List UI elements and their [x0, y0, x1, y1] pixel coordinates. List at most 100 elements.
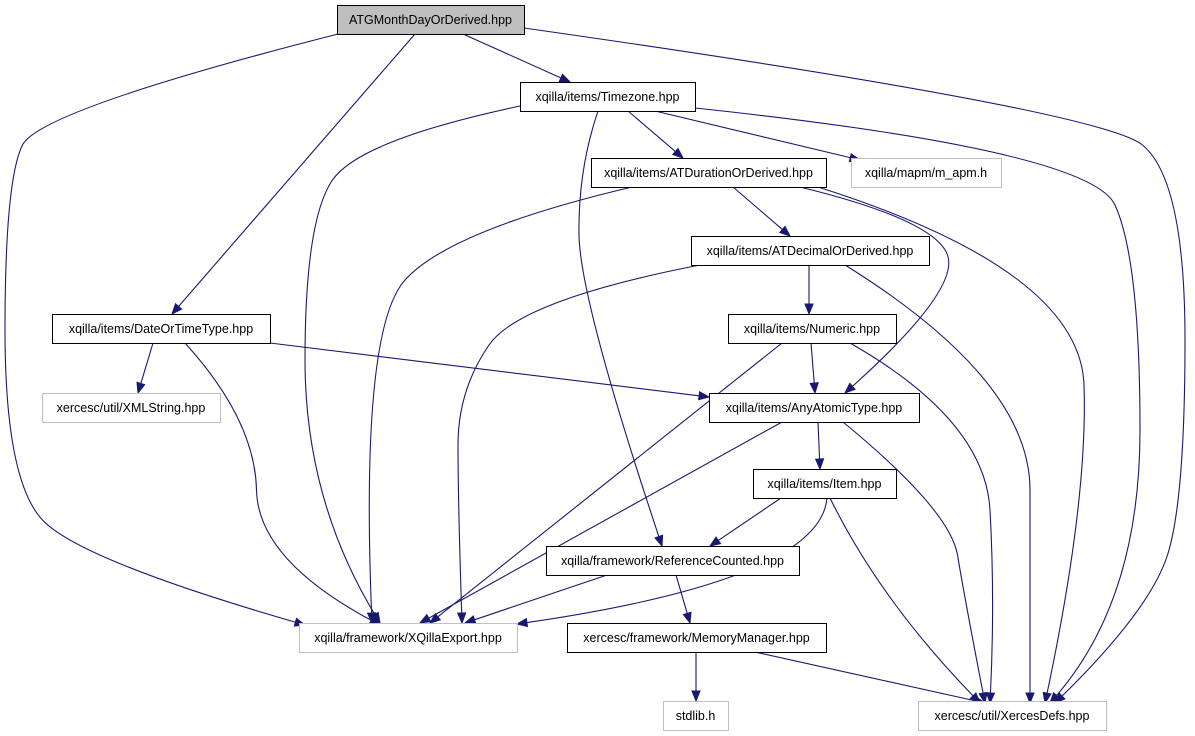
edge-arrowhead: [456, 612, 467, 625]
edge-line: [799, 186, 950, 389]
edge-line: [810, 342, 815, 386]
edge-line: [716, 497, 782, 542]
edge-line: [817, 186, 1085, 696]
edge-arrowhead: [691, 690, 701, 703]
edge-arrowhead: [428, 612, 442, 624]
edge-root-to-xercesdefs: [523, 27, 1186, 704]
node-label: xercesc/util/XMLString.hpp: [57, 401, 206, 415]
edge-timezone-to-xercesdefs: [694, 107, 1141, 705]
edge-arrowhead: [171, 302, 183, 316]
edge-line: [4, 33, 339, 624]
node-mapm: xqilla/mapm/m_apm.h: [851, 158, 1002, 188]
nodes-layer: ATGMonthDayOrDerived.hpp xqilla/items/Tim…: [42, 5, 1107, 731]
edge-arrowhead: [809, 382, 819, 395]
edge-anyatomic-to-xqillaexport: [418, 421, 783, 624]
edge-arrowhead: [778, 225, 792, 237]
node-label: xqilla/framework/ReferenceCounted.hpp: [561, 554, 784, 568]
edge-arrowhead: [698, 391, 711, 401]
edge-line: [578, 110, 660, 539]
edge-arrowhead: [671, 147, 685, 159]
edge-dateortime-to-xmlstring: [136, 342, 154, 395]
node-atduration[interactable]: xqilla/items/ATDurationOrDerived.hpp: [591, 158, 827, 188]
edge-line: [694, 107, 1141, 698]
edge-timezone-to-mapm: [654, 110, 862, 163]
edge-refcounted-to-xqillaexport: [463, 574, 608, 625]
node-box: [337, 5, 525, 35]
node-atdecimal[interactable]: xqilla/items/ATDecimalOrDerived.hpp: [691, 236, 930, 266]
edge-arrowhead: [558, 73, 572, 83]
edge-memmgr-to-xercesdefs: [754, 651, 987, 706]
node-root[interactable]: ATGMonthDayOrDerived.hpp: [337, 5, 525, 35]
node-box: [591, 158, 827, 188]
edge-line: [842, 421, 985, 696]
edge-item-to-xercesdefs: [829, 497, 981, 704]
edge-dateortime-to-xqillaexport: [184, 342, 382, 626]
edge-refcounted-to-memmgr: [675, 574, 692, 625]
node-xqillaexport: xqilla/framework/XQillaExport.hpp: [299, 623, 518, 653]
edge-arrowhead: [1049, 691, 1061, 705]
edge-line: [435, 342, 783, 619]
edge-arrowhead: [804, 303, 814, 316]
edge-line: [849, 342, 994, 696]
edge-line: [304, 105, 521, 617]
edge-atduration-to-anyatomic: [799, 186, 950, 394]
edge-arrowhead: [985, 692, 996, 705]
node-refcounted[interactable]: xqilla/framework/ReferenceCounted.hpp: [546, 546, 800, 576]
node-label: xercesc/framework/MemoryManager.hpp: [583, 631, 810, 645]
node-xercesdefs: xercesc/util/XercesDefs.hpp: [918, 701, 1107, 731]
node-timezone[interactable]: xqilla/items/Timezone.hpp: [520, 82, 696, 112]
node-label: xqilla/items/DateOrTimeType.hpp: [69, 322, 253, 336]
edge-arrowhead: [515, 617, 529, 628]
node-box: [663, 701, 729, 731]
edge-line: [523, 27, 1186, 698]
edge-line: [654, 110, 853, 159]
node-dateortime[interactable]: xqilla/items/DateOrTimeType.hpp: [52, 314, 271, 344]
edge-arrowhead: [654, 534, 664, 548]
node-box: [753, 469, 897, 499]
edge-line: [139, 342, 154, 386]
node-anyatomic[interactable]: xqilla/items/AnyAtomicType.hpp: [709, 393, 920, 423]
edge-arrowhead: [708, 536, 722, 547]
node-label: xqilla/framework/XQillaExport.hpp: [314, 631, 502, 645]
node-box: [299, 623, 518, 653]
edge-line: [829, 497, 975, 698]
edge-atduration-to-atdecimal: [732, 186, 792, 237]
edge-arrowhead: [136, 381, 146, 395]
edge-line: [426, 421, 783, 620]
edge-line: [472, 574, 608, 621]
edge-atdecimal-to-xercesdefs: [844, 264, 1035, 705]
node-box: [851, 158, 1002, 188]
edge-line: [269, 342, 702, 397]
edge-line: [732, 186, 785, 232]
node-label: xqilla/items/Timezone.hpp: [535, 90, 679, 104]
edge-arrowhead: [418, 613, 432, 624]
edge-line: [176, 33, 416, 309]
edge-numeric-to-xqillaexport: [428, 342, 783, 624]
node-label: xqilla/mapm/m_apm.h: [865, 166, 987, 180]
edge-memmgr-to-stdlib: [691, 652, 701, 703]
edge-arrowhead: [682, 611, 692, 625]
edge-dateortime-to-anyatomic: [269, 342, 711, 401]
node-label: ATGMonthDayOrDerived.hpp: [349, 13, 512, 27]
node-item[interactable]: xqilla/items/Item.hpp: [753, 469, 897, 499]
node-memmgr[interactable]: xercesc/framework/MemoryManager.hpp: [567, 623, 827, 653]
node-label: xqilla/items/AnyAtomicType.hpp: [726, 401, 903, 415]
node-label: xqilla/items/ATDurationOrDerived.hpp: [604, 166, 813, 180]
edge-item-to-refcounted: [708, 497, 782, 547]
edge-arrowhead: [1025, 692, 1035, 705]
node-stdlib: stdlib.h: [663, 701, 729, 731]
edge-atdecimal-to-xqillaexport: [456, 264, 701, 625]
edge-line: [457, 264, 701, 616]
edge-numeric-to-anyatomic: [809, 342, 819, 395]
node-box: [520, 82, 696, 112]
edge-atdecimal-to-numeric: [804, 265, 814, 316]
edge-anyatomic-to-xercesdefs: [842, 421, 988, 705]
node-box: [42, 393, 221, 423]
node-box: [52, 314, 271, 344]
node-label: stdlib.h: [676, 709, 716, 723]
edge-root-to-dateortime: [171, 33, 416, 316]
edge-line: [627, 110, 678, 154]
node-numeric[interactable]: xqilla/items/Numeric.hpp: [728, 314, 897, 344]
node-xmlstring: xercesc/util/XMLString.hpp: [42, 393, 221, 423]
